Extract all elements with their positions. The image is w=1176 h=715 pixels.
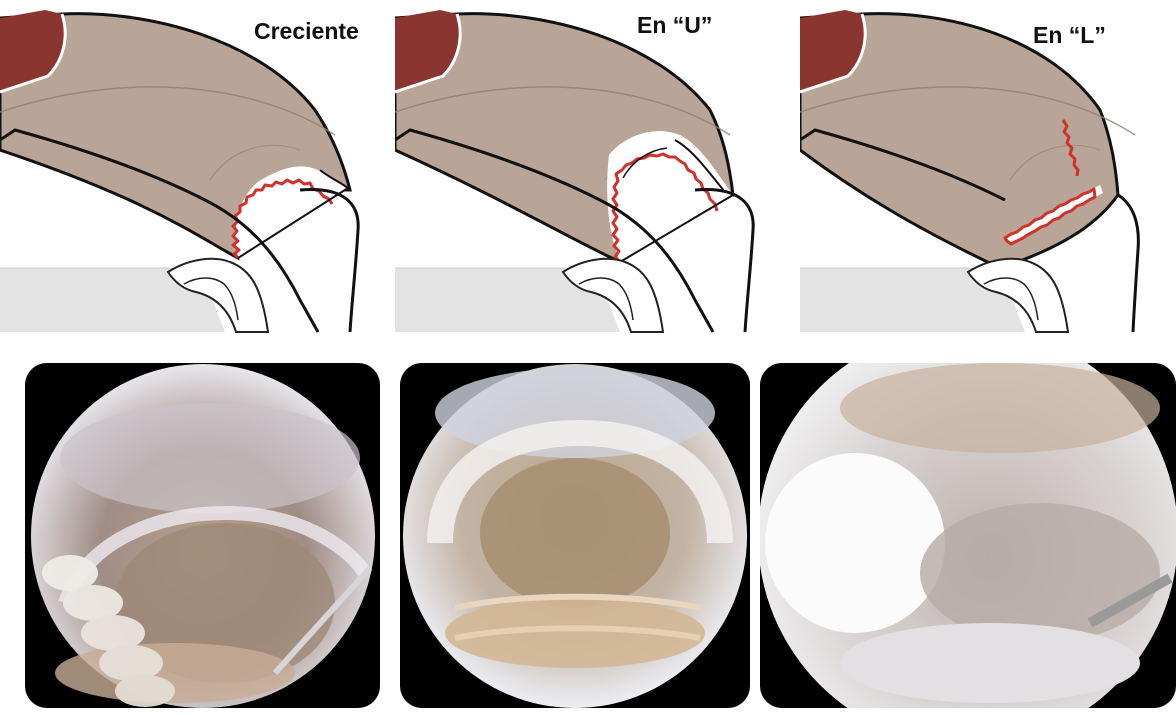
arthroscopic-view-l	[760, 363, 1176, 708]
arthroscopic-view-u	[400, 363, 750, 708]
label-creciente: Creciente	[254, 20, 359, 43]
label-l: En “L”	[1033, 24, 1106, 47]
l-tear-schematic	[800, 0, 1176, 340]
diagram-l: En “L”	[800, 0, 1176, 340]
diagram-creciente: Creciente	[0, 0, 380, 340]
u-tear-schematic	[395, 0, 775, 340]
label-u: En “U”	[637, 14, 712, 37]
photo-creciente	[25, 363, 380, 708]
photo-u	[400, 363, 750, 708]
photo-l	[760, 363, 1176, 708]
crescent-tear-schematic	[0, 0, 380, 340]
diagram-u: En “U”	[395, 0, 775, 340]
arthroscopic-view-crescent	[25, 363, 380, 708]
